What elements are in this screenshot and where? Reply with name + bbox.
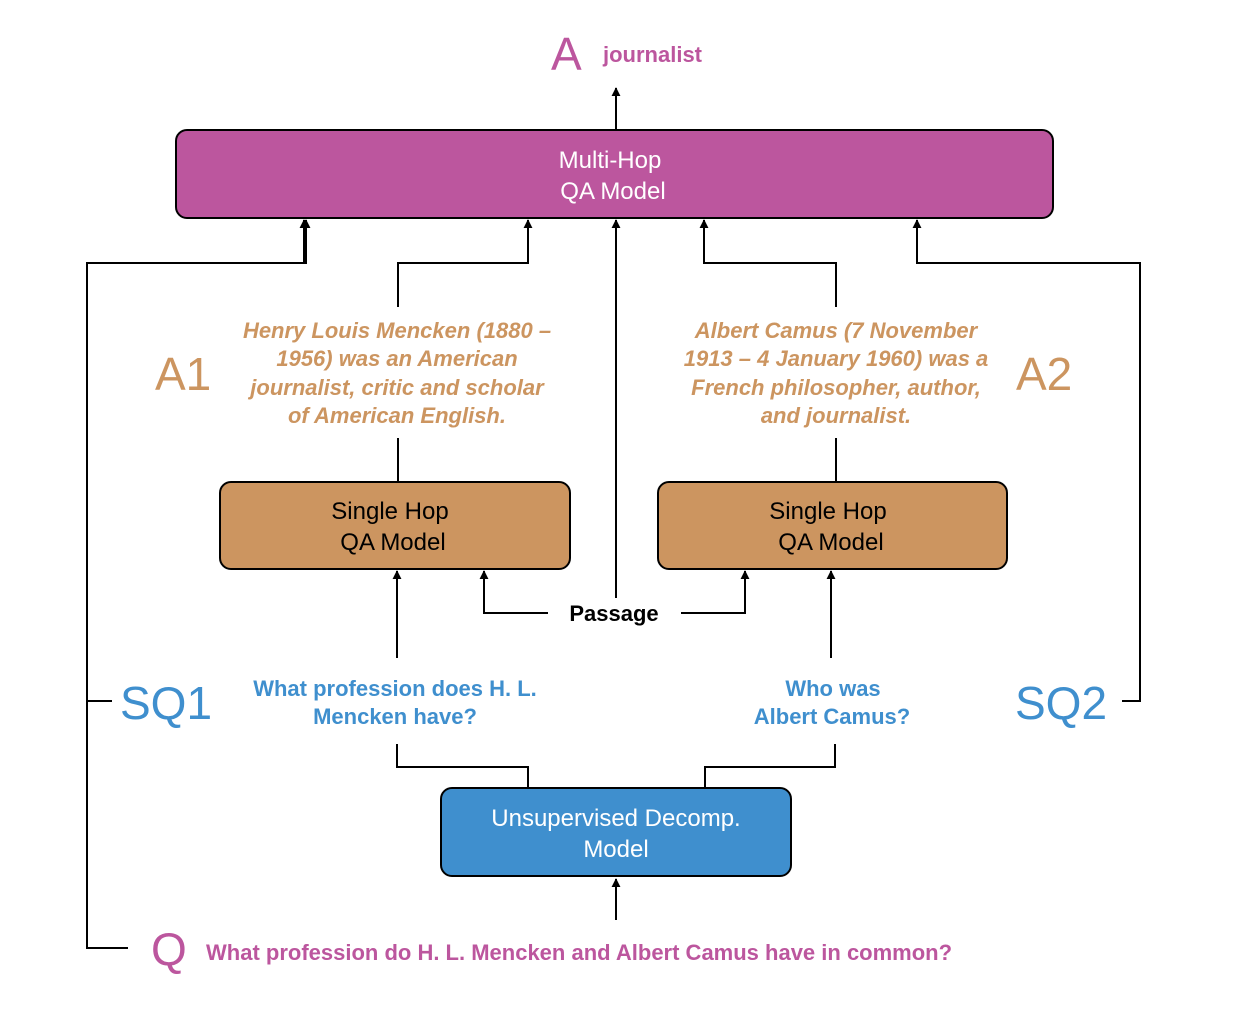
a2-line-4: and journalist. (761, 403, 911, 428)
sq2-label: SQ2 (1015, 677, 1107, 729)
sq2-line-1: Who was (785, 676, 880, 701)
sq1-group: SQ1 What profession does H. L. Mencken h… (120, 676, 537, 729)
arrow-sq1-to-multihop (86, 219, 309, 702)
arrow-question-to-multihop (86, 220, 306, 949)
multi-hop-label-line2: QA Model (560, 178, 665, 205)
line-decomp-to-sq2 (704, 744, 836, 788)
multi-hop-label-line1: Multi-Hop (559, 147, 662, 174)
connectors (86, 87, 1141, 949)
single-hop-left-box (219, 481, 571, 570)
a2-group: A2 Albert Camus (7 November 1913 – 4 Jan… (684, 318, 1073, 428)
a1-line-2: 1956) was an American (276, 346, 517, 371)
single-hop-right-line2: QA Model (778, 529, 883, 556)
sq1-label: SQ1 (120, 677, 212, 729)
single-hop-qa-model-right: Single Hop QA Model (657, 481, 1008, 570)
arrow-sq2-to-multihop (912, 219, 1141, 702)
a2-line-2: 1913 – 4 January 1960) was a (684, 346, 989, 371)
arrow-passage-to-singlehop-right (681, 570, 750, 614)
a2-label: A2 (1016, 348, 1072, 400)
passage-label: Passage (569, 601, 658, 626)
sq1-line-2: Mencken have? (313, 704, 477, 729)
single-hop-qa-model-left: Single Hop QA Model (219, 481, 571, 570)
sq1-line-1: What profession does H. L. (253, 676, 537, 701)
a2-line-1: Albert Camus (7 November (694, 318, 979, 343)
a2-line-3: French philosopher, author, (691, 375, 981, 400)
arrow-a1-to-multihop (397, 219, 533, 307)
single-hop-left-line2: QA Model (340, 529, 445, 556)
single-hop-right-box (657, 481, 1008, 570)
question-letter: Q (151, 923, 187, 975)
decomp-box (440, 787, 792, 877)
a1-label: A1 (155, 348, 211, 400)
line-decomp-to-sq1 (396, 744, 529, 788)
sq2-group: SQ2 Who was Albert Camus? (754, 676, 1107, 729)
a1-group: A1 Henry Louis Mencken (1880 – 1956) was… (155, 318, 551, 428)
single-hop-right-line1: Single Hop (769, 498, 886, 525)
arrow-passage-to-singlehop-left (479, 570, 548, 614)
a1-line-4: of American English. (288, 403, 506, 428)
a1-line-1: Henry Louis Mencken (1880 – (243, 318, 551, 343)
question-group: Q What profession do H. L. Mencken and A… (151, 923, 952, 975)
answer-group: A journalist (551, 28, 703, 80)
multi-hop-box (175, 129, 1054, 219)
unsupervised-decomp-model: Unsupervised Decomp. Model (440, 787, 792, 877)
a1-line-3: journalist, critic and scholar (247, 375, 545, 400)
answer-text: journalist (602, 42, 703, 67)
question-text: What profession do H. L. Mencken and Alb… (206, 940, 952, 965)
single-hop-left-line1: Single Hop (331, 498, 448, 525)
sq2-line-2: Albert Camus? (754, 704, 910, 729)
arrow-a2-to-multihop (699, 219, 837, 307)
answer-letter: A (551, 28, 582, 80)
decomp-line2: Model (583, 836, 648, 863)
multi-hop-qa-model: Multi-Hop QA Model (175, 129, 1054, 219)
decomp-line1: Unsupervised Decomp. (491, 805, 740, 832)
